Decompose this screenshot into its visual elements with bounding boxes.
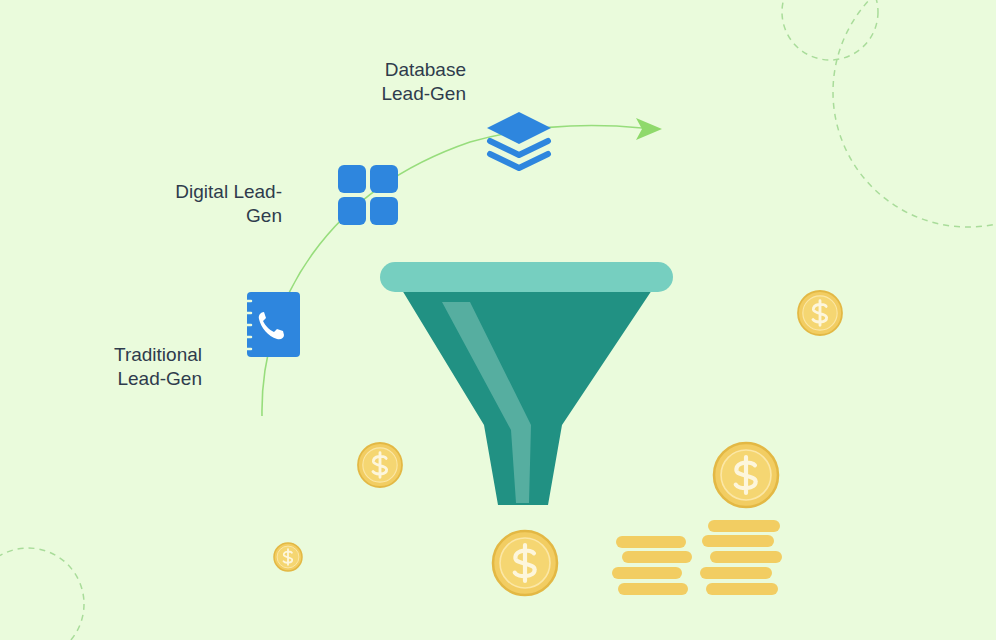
coin [714, 443, 778, 507]
stage-label: Traditional Lead-Gen [82, 343, 202, 391]
phone-book-icon [244, 292, 300, 357]
stage-label: Digital Lead-Gen [172, 180, 282, 228]
notebook-ring [244, 300, 251, 303]
layers-icon [487, 112, 551, 168]
notebook-ring [244, 336, 251, 339]
coin-stacks [612, 520, 782, 595]
notebook-ring [244, 348, 251, 351]
coin [798, 291, 842, 335]
coins [274, 291, 842, 595]
notebook-ring [244, 312, 251, 315]
arrow-head [636, 118, 662, 140]
stage-label: Database Lead-Gen [356, 58, 466, 106]
coin [274, 543, 302, 571]
funnel [380, 262, 673, 505]
notebook-ring [244, 324, 251, 327]
coin [358, 443, 402, 487]
grid-icon [338, 165, 398, 225]
coin [493, 531, 557, 595]
